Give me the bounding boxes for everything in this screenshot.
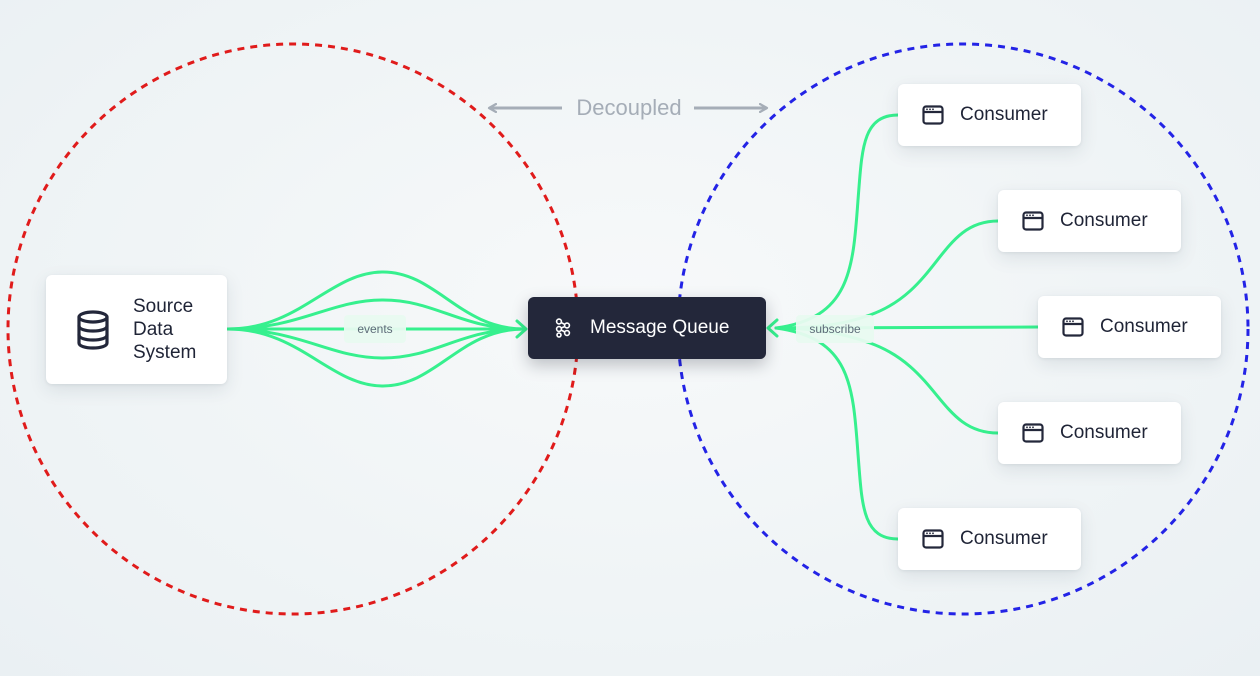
window-icon <box>922 529 944 549</box>
source-data-system-node[interactable]: Source Data System <box>46 275 227 384</box>
subscribe-arrowhead <box>766 318 779 338</box>
message-queue-node[interactable]: Message Queue <box>528 297 766 359</box>
consumer-node[interactable]: Consumer <box>998 190 1181 252</box>
consumer-label: Consumer <box>1060 422 1148 443</box>
subscribe-label: subscribe <box>796 315 874 343</box>
window-icon <box>1022 211 1044 231</box>
consumer-label: Consumer <box>960 104 1048 125</box>
database-icon <box>76 309 110 350</box>
decoupled-label: Decoupled <box>576 95 682 120</box>
consumer-node[interactable]: Consumer <box>898 84 1081 146</box>
events-label: events <box>344 315 406 343</box>
consumer-label: Consumer <box>960 528 1048 549</box>
consumer-node[interactable]: Consumer <box>898 508 1081 570</box>
consumer-node[interactable]: Consumer <box>998 402 1181 464</box>
consumer-label: Consumer <box>1100 316 1188 337</box>
events-arrowhead <box>515 319 528 339</box>
window-icon <box>1022 423 1044 443</box>
nodes-icon <box>554 318 572 338</box>
consumer-boundary-circle <box>676 42 1250 616</box>
source-data-system-label: Source Data System <box>133 296 197 363</box>
window-icon <box>1062 317 1084 337</box>
message-queue-label: Message Queue <box>590 317 730 338</box>
consumer-label: Consumer <box>1060 210 1148 231</box>
consumer-node[interactable]: Consumer <box>1038 296 1221 358</box>
window-icon <box>922 105 944 125</box>
